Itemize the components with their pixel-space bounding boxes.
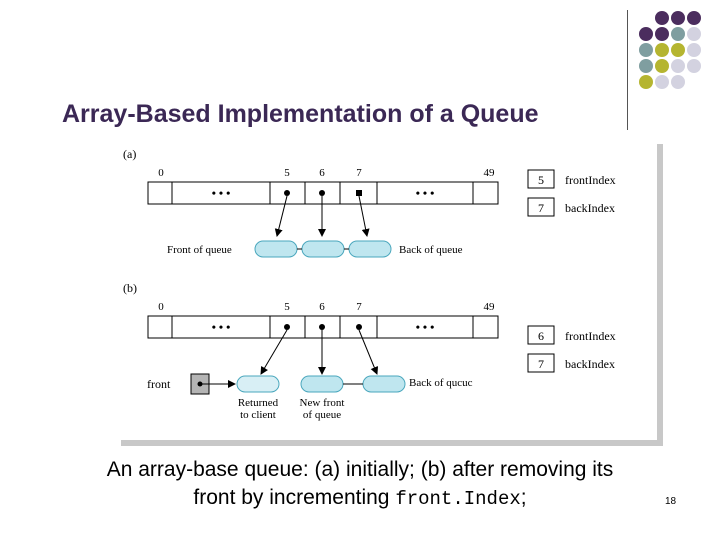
part-b-label: (b) bbox=[123, 281, 137, 295]
decorative-dot bbox=[639, 43, 653, 57]
part-b-front-index-box bbox=[527, 325, 555, 345]
part-b-front-var-label: front bbox=[147, 377, 171, 391]
decorative-dot bbox=[655, 75, 669, 89]
part-a-index-7: 7 bbox=[356, 167, 362, 179]
decorative-dot bbox=[639, 27, 653, 41]
decorative-dot bbox=[671, 43, 685, 57]
part-a-index-5: 5 bbox=[284, 167, 290, 179]
part-a-back-label: Back of queue bbox=[399, 244, 463, 256]
part-b-newfront-line2: of queue bbox=[303, 409, 341, 421]
decorative-dot bbox=[671, 27, 685, 41]
figure-caption: An array-base queue: (a) initially; (b) … bbox=[0, 456, 720, 513]
part-b-ref-dot-6 bbox=[319, 324, 325, 330]
part-b-back-label: Back of qucuc bbox=[409, 377, 473, 389]
part-a-ref-dot-5 bbox=[284, 190, 290, 196]
part-b-back-index-value: 7 bbox=[538, 357, 544, 371]
part-a-back-index-value: 7 bbox=[538, 201, 544, 215]
decorative-dot bbox=[687, 43, 701, 57]
decorative-dot bbox=[655, 43, 669, 57]
decorative-dot bbox=[687, 11, 701, 25]
part-b-index-0: 0 bbox=[158, 301, 164, 313]
part-b-back-index-box bbox=[527, 353, 555, 373]
decorative-dot bbox=[639, 75, 653, 89]
part-a-front-label: Front of queue bbox=[167, 244, 232, 256]
part-b-arrow-5 bbox=[260, 329, 288, 375]
page-number: 18 bbox=[665, 496, 677, 507]
part-b-front-index-value: 6 bbox=[538, 329, 544, 343]
decorative-dot bbox=[671, 59, 685, 73]
part-a-ref-dot-6 bbox=[319, 190, 325, 196]
decorative-dot bbox=[655, 59, 669, 73]
part-a-ellipsis-left: • • • bbox=[212, 186, 231, 200]
caption-line-2-prefix: front by incrementing bbox=[193, 486, 396, 509]
part-a-index-49: 49 bbox=[484, 167, 496, 179]
decorative-dot-grid bbox=[639, 11, 701, 89]
part-b-index-7: 7 bbox=[356, 301, 362, 313]
part-a-ref-dot-7 bbox=[356, 190, 362, 196]
decorative-dot bbox=[655, 27, 669, 41]
part-a-arrow-5 bbox=[274, 195, 288, 237]
part-a-back-index-box bbox=[527, 197, 555, 217]
caption-code: front.Index bbox=[395, 488, 521, 510]
part-b-ref-dot-7 bbox=[356, 324, 362, 330]
decorative-dot bbox=[671, 75, 685, 89]
part-b-ellipsis-left: • • • bbox=[212, 320, 231, 334]
decorative-dot bbox=[639, 59, 653, 73]
part-a-back-index-label: backIndex bbox=[565, 201, 615, 215]
part-b-returned-line2: to client bbox=[240, 409, 276, 421]
decorative-dot bbox=[655, 11, 669, 25]
part-b-front-var-dot bbox=[197, 381, 203, 387]
part-b-ellipsis-right: • • • bbox=[416, 320, 435, 334]
decorative-dot bbox=[687, 59, 701, 73]
part-a-front-index-box bbox=[527, 169, 555, 189]
part-b-arrow-7 bbox=[358, 329, 379, 375]
caption-line-2-suffix: ; bbox=[520, 486, 527, 509]
part-b-index-49: 49 bbox=[484, 301, 496, 313]
part-a-entry-back bbox=[348, 240, 392, 258]
part-a-index-0: 0 bbox=[158, 167, 164, 179]
part-a-ellipsis-right: • • • bbox=[416, 186, 435, 200]
divider-line bbox=[627, 10, 628, 130]
part-a-index-6: 6 bbox=[319, 167, 325, 179]
part-a-arrow-7 bbox=[358, 195, 370, 237]
part-a-front-index-label: frontIndex bbox=[565, 173, 616, 187]
part-a-front-index-value: 5 bbox=[538, 173, 544, 187]
part-a-label: (a) bbox=[123, 147, 136, 161]
part-b-front-index-label: frontIndex bbox=[565, 329, 616, 343]
part-a-entry-front bbox=[254, 240, 298, 258]
part-b-returned-line1: Returned bbox=[238, 397, 279, 409]
caption-line-1: An array-base queue: (a) initially; (b) … bbox=[106, 458, 614, 481]
part-b-ref-dot-5 bbox=[284, 324, 290, 330]
part-b-entry-returned bbox=[236, 375, 280, 393]
part-b-index-6: 6 bbox=[319, 301, 325, 313]
decorative-dot bbox=[671, 11, 685, 25]
part-b-back-index-label: backIndex bbox=[565, 357, 615, 371]
part-b-index-5: 5 bbox=[284, 301, 290, 313]
queue-figure: (a) 0 5 6 7 49 • • • • • • Front of queu… bbox=[117, 140, 663, 446]
part-b-newfront-line1: New front bbox=[300, 397, 345, 409]
part-b-entry-new-front bbox=[300, 375, 344, 393]
caption-line-2: front by incrementing front.Index; bbox=[0, 484, 720, 513]
part-b-entry-back bbox=[362, 375, 406, 393]
part-a-entry-middle bbox=[301, 240, 345, 258]
slide-title: Array-Based Implementation of a Queue bbox=[62, 100, 539, 128]
decorative-dot bbox=[687, 27, 701, 41]
